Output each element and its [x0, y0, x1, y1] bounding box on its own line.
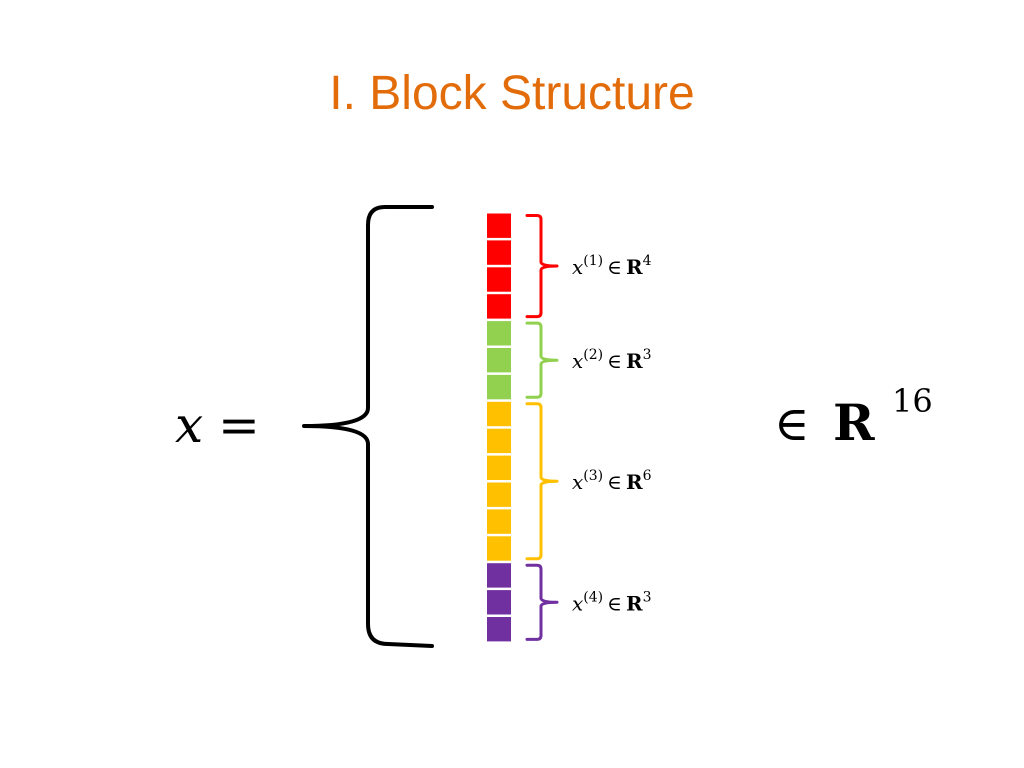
- block-label-var: x: [572, 255, 583, 279]
- block-label-space: R: [626, 255, 643, 279]
- rhs-element-of: ∈: [774, 396, 810, 452]
- block-label-dim: 3: [643, 589, 652, 605]
- block-label-dim: 6: [643, 468, 652, 484]
- block-bracket-4: [525, 563, 559, 641]
- lhs-variable: x: [175, 396, 203, 454]
- vector-cell: [487, 536, 511, 561]
- block-label-var: x: [572, 349, 583, 373]
- vector-cell: [487, 590, 511, 615]
- vector-cell: [487, 321, 511, 346]
- vector-cell: [487, 267, 511, 292]
- block-label-1: x(1)∈R4: [572, 253, 652, 279]
- block-label-superscript: (2): [583, 347, 603, 363]
- vector-cell: [487, 509, 511, 534]
- vector-cell: [487, 401, 511, 427]
- block-label-in: ∈: [607, 255, 622, 279]
- block-bracket-3: [525, 402, 559, 561]
- vector-cell: [487, 240, 511, 265]
- rhs-space: R: [833, 393, 875, 452]
- block-label-superscript: (3): [583, 468, 603, 484]
- vector-cells: [487, 213, 511, 642]
- block-label-space: R: [626, 591, 643, 615]
- block-label-superscript: (1): [583, 253, 603, 269]
- block-bracket-2: [525, 321, 559, 399]
- vector-cell: [487, 213, 511, 238]
- block-bracket-1: [525, 214, 559, 319]
- vector-cell: [487, 374, 511, 400]
- block-label-in: ∈: [607, 591, 622, 615]
- vector-cell: [487, 428, 511, 454]
- block-brackets: x(1)∈R4x(2)∈R3x(3)∈R6x(4)∈R3: [525, 214, 652, 641]
- block-label-space: R: [626, 470, 643, 494]
- vector-cell: [487, 455, 511, 480]
- vector-cell: [487, 348, 511, 373]
- vector-cell: [487, 294, 511, 319]
- block-label-dim: 4: [643, 253, 652, 269]
- lhs-equals: =: [218, 396, 260, 454]
- block-label-3: x(3)∈R6: [572, 468, 652, 494]
- vector-cell: [487, 563, 511, 588]
- block-label-superscript: (4): [583, 589, 603, 605]
- block-label-var: x: [572, 470, 583, 494]
- block-label-space: R: [626, 349, 643, 373]
- block-label-in: ∈: [607, 470, 622, 494]
- vector-cell: [487, 617, 511, 642]
- block-label-dim: 3: [643, 347, 652, 363]
- block-label-2: x(2)∈R3: [572, 347, 651, 373]
- slide-title: I. Block Structure: [329, 67, 695, 120]
- block-label-var: x: [572, 591, 583, 615]
- big-curly-brace: [302, 205, 434, 648]
- vector-cell: [487, 482, 511, 507]
- block-label-4: x(4)∈R3: [572, 589, 651, 615]
- block-label-in: ∈: [607, 349, 622, 373]
- rhs-dimension: 16: [892, 382, 933, 420]
